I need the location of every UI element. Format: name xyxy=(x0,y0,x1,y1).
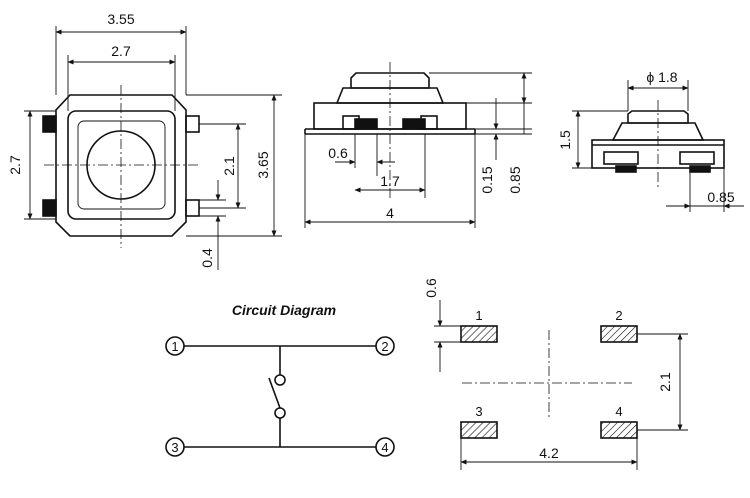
dim-2-7-width: 2.7 xyxy=(111,43,131,59)
circuit-pin-2-label: 2 xyxy=(381,339,388,354)
dim-1-5: 1.5 xyxy=(557,130,573,150)
terminal-top-left xyxy=(42,115,57,133)
dim-0-15: 0.15 xyxy=(479,166,495,193)
dim-0-6-pad: 0.6 xyxy=(423,278,439,298)
terminal-top-right xyxy=(185,115,200,133)
dim-phi-1-8: ϕ 1.8 xyxy=(646,69,677,85)
dim-2-7-height: 2.7 xyxy=(7,155,23,175)
pcb-pad-4 xyxy=(600,421,638,439)
top-view: 3.55 2.7 2.7 2.1 3.65 0.4 xyxy=(7,11,282,270)
dim-1-7: 1.7 xyxy=(380,173,400,189)
switch-lever xyxy=(268,377,281,409)
circuit-diagram: Circuit Diagram 1 2 3 4 xyxy=(165,302,395,457)
pcb-pad-2 xyxy=(600,325,638,343)
switch-contact-bottom xyxy=(274,407,286,419)
pcb-pad-1 xyxy=(460,325,498,343)
circuit-pin-4-label: 4 xyxy=(381,440,388,455)
circuit-pin-3-label: 3 xyxy=(171,440,178,455)
pcb-layout: 1 2 3 4 0.6 2.1 4.2 xyxy=(423,278,688,470)
dim-2-1-pad-pitch: 2.1 xyxy=(657,372,673,392)
pcb-pad-2-label: 2 xyxy=(615,308,622,323)
dim-3-55: 3.55 xyxy=(107,11,134,27)
circuit-pin-1-label: 1 xyxy=(171,339,178,354)
dim-4: 4 xyxy=(386,205,394,221)
circuit-diagram-title: Circuit Diagram xyxy=(232,302,336,318)
side-view: 0.6 1.7 4 0.15 0.85 xyxy=(304,62,532,228)
end-view: ϕ 1.8 1.5 0.85 xyxy=(557,69,744,212)
switch-contact-top xyxy=(274,374,286,386)
dim-0-85-end: 0.85 xyxy=(707,189,734,205)
dim-3-65: 3.65 xyxy=(255,151,271,178)
terminal-bottom-left xyxy=(42,199,57,217)
pcb-pad-1-label: 1 xyxy=(475,308,482,323)
pcb-pad-3-label: 3 xyxy=(475,404,482,419)
dim-0-4: 0.4 xyxy=(199,248,215,268)
terminal-bottom-right xyxy=(185,199,200,217)
dim-0-6-side: 0.6 xyxy=(328,145,348,161)
dim-2-1-pitch: 2.1 xyxy=(221,156,237,176)
dim-0-85-side: 0.85 xyxy=(507,166,523,193)
pcb-pad-3 xyxy=(460,421,498,439)
top-view-body-outline xyxy=(55,94,187,237)
pcb-pad-4-label: 4 xyxy=(615,404,622,419)
dim-4-2: 4.2 xyxy=(539,445,559,461)
